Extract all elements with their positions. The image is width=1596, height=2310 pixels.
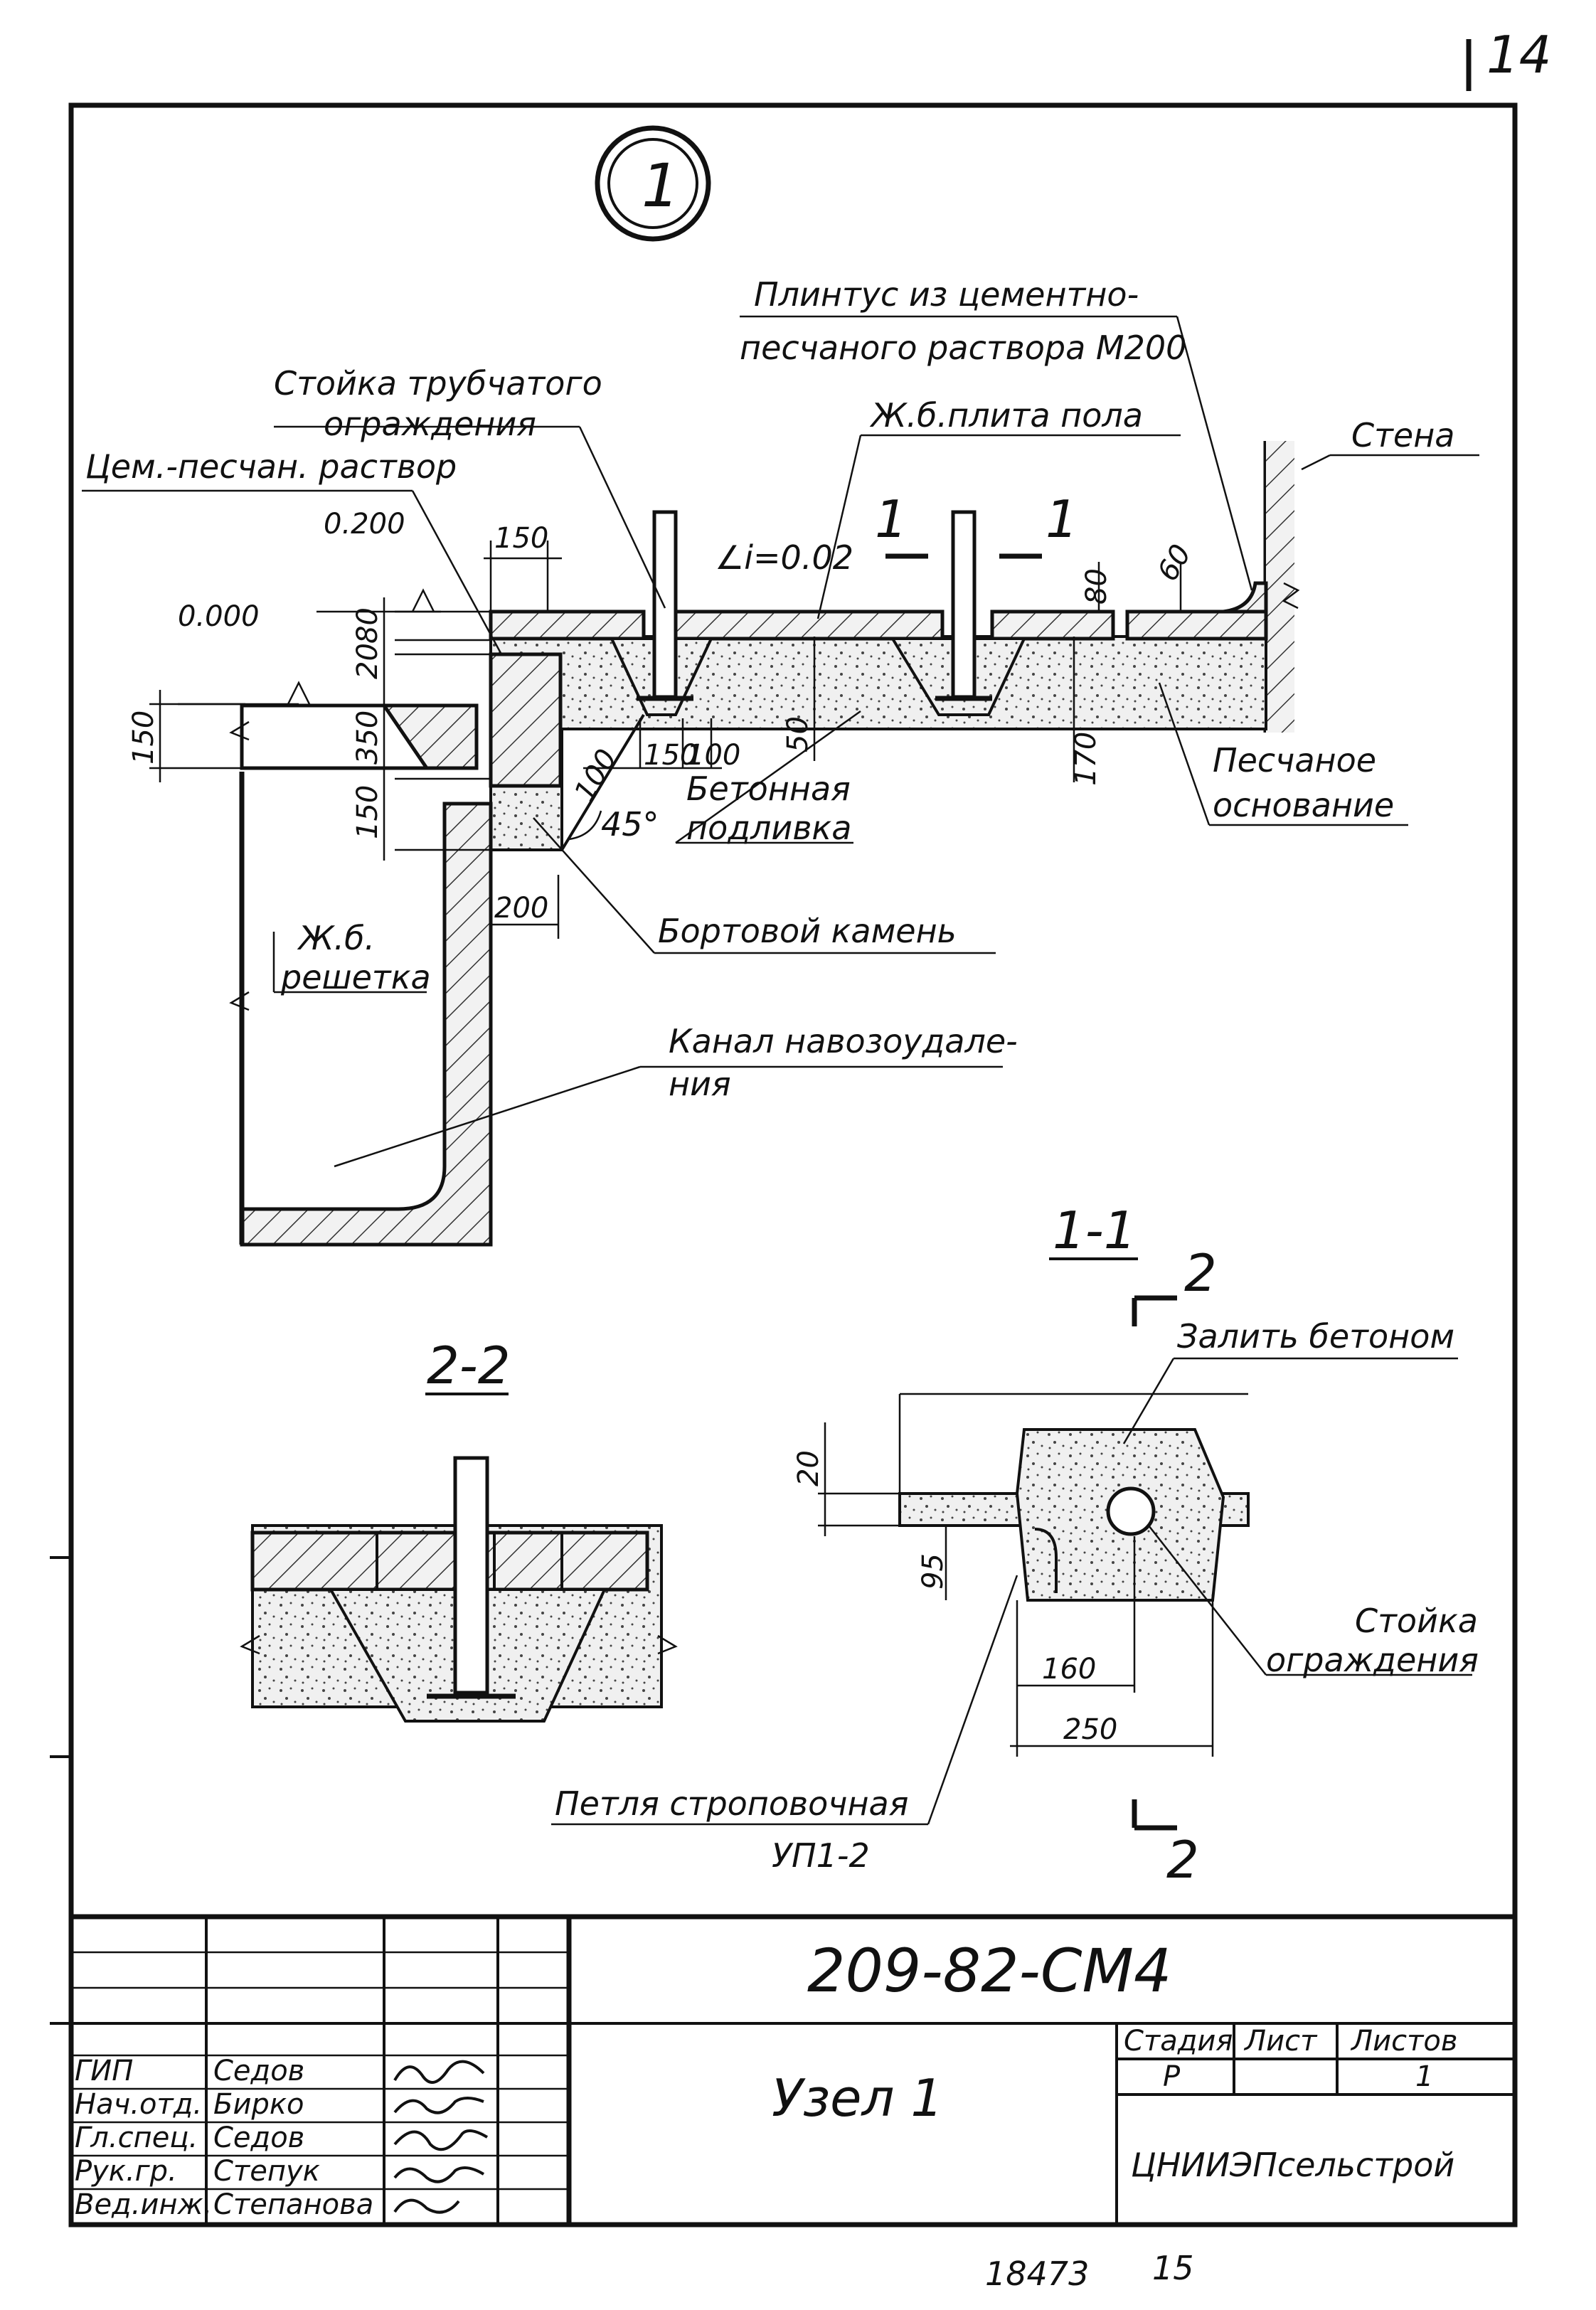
section-1-1: 1-1 2 2 20 95 160 250 Залит [551, 1201, 1479, 1890]
role-4: Вед.инж. [75, 2188, 212, 2221]
stage-value: Р [1163, 2060, 1181, 2093]
slope-label: ∠i=0.02 [715, 538, 853, 577]
name-0: Седов [213, 2055, 304, 2087]
cut-mark-2-bottom: 2 [1166, 1830, 1199, 1890]
fence-post-label-line2: ограждения [1266, 1641, 1479, 1679]
grate-label-line1: Ж.б. [297, 919, 375, 957]
dim-150-top: 150 [494, 522, 548, 555]
organization: ЦНИИЭПсельстрой [1131, 2146, 1454, 2184]
sheets-header: Листов [1350, 2025, 1457, 2058]
grate [229, 703, 479, 770]
manure-channel [229, 772, 493, 1247]
node-number: 1 [642, 151, 679, 220]
stage-header: Стадия [1124, 2025, 1233, 2058]
cut-mark-2-top: 2 [1184, 1243, 1217, 1303]
section-1-1-title: 1-1 [1053, 1201, 1137, 1260]
name-2: Седов [213, 2122, 304, 2154]
loop-label-line1: Петля строповочная [555, 1784, 908, 1823]
channel-label-line2: ния [669, 1065, 731, 1103]
footer-page: 15 [1152, 2249, 1194, 2287]
sheet-header: Лист [1243, 2025, 1318, 2058]
role-0: ГИП [75, 2055, 133, 2087]
dimension-lines [149, 541, 1266, 939]
railing-post-2 [935, 510, 992, 701]
pour-concrete-label: Залить бетоном [1177, 1317, 1454, 1356]
wall-label: Стена [1351, 416, 1454, 454]
role-1: Нач.отд. [75, 2088, 202, 2121]
sand-base-label-line2: основание [1213, 786, 1394, 824]
dim-s-20: 20 [792, 1450, 825, 1486]
mortar-label: Цем.-песчан. раствор [85, 447, 457, 486]
plinth-label-line1: Плинтус из цементно- [754, 275, 1139, 314]
level-marks [178, 588, 441, 706]
dim-170: 170 [1070, 732, 1102, 786]
dim-s-160: 160 [1042, 1653, 1096, 1686]
node-callout: 1 [595, 125, 711, 242]
railing-post [637, 510, 693, 701]
grate-label-line2: решетка [280, 958, 431, 996]
leader-lines [82, 315, 1479, 1168]
post-label-line1: Стойка трубчатого [274, 364, 602, 403]
archive-number: 18473 [985, 2255, 1089, 2293]
dim-100-a: 100 [686, 739, 740, 772]
role-2: Гл.спец. [75, 2122, 198, 2154]
loop-label-line2: УП1-2 [772, 1836, 870, 1875]
main-section: 1 1 [82, 275, 1479, 1247]
angle-label: 45° [601, 805, 659, 843]
cut-mark-left: 1 [875, 489, 908, 549]
dim-50: 50 [782, 716, 814, 752]
curb-stone [489, 652, 563, 788]
section-2-2-title: 2-2 [427, 1336, 511, 1395]
sheet-frame [50, 39, 1518, 2228]
sheet-title: Узел 1 [772, 2068, 943, 2128]
sand-base [489, 635, 1267, 730]
name-3: Степук [213, 2155, 320, 2188]
plinth-label-line2: песчаного раствора М200 [740, 329, 1186, 367]
cut-mark-right: 1 [1046, 489, 1078, 549]
floor-slab [489, 610, 1268, 641]
post-label-line2: ограждения [324, 405, 536, 443]
level-lower: 0.000 [178, 600, 260, 633]
dim-350: 350 [351, 710, 384, 765]
dim-80-b: 80 [1080, 568, 1113, 605]
level-upper: 0.200 [324, 508, 405, 541]
dim-80-a: 80 [351, 607, 384, 644]
dim-60: 60 [1151, 539, 1198, 587]
dim-s-250: 250 [1063, 1713, 1117, 1746]
dim-200: 200 [494, 892, 548, 925]
section-1-1-dims [818, 1393, 1248, 1757]
dim-100-b: 100 [568, 744, 624, 807]
page-number: 14 [1486, 25, 1552, 85]
dim-150-b: 150 [644, 739, 698, 772]
title-block [71, 1914, 1515, 2225]
dim-20: 20 [351, 643, 384, 679]
signatures [393, 2060, 489, 2214]
curb-stone-label: Бортовой камень [658, 912, 957, 950]
doc-code: 209-82-СМ4 [807, 1936, 1171, 2006]
wall [1263, 441, 1300, 733]
role-3: Рук.гр. [75, 2155, 177, 2188]
name-1: Бирко [213, 2088, 304, 2121]
section-2-2: 2-2 [240, 1336, 678, 1723]
concrete-pour-label-line2: подливка [686, 809, 851, 847]
dim-150-left: 150 [127, 710, 160, 765]
concrete-pour-label-line1: Бетонная [686, 770, 851, 808]
floor-slab-label: Ж.б.плита пола [869, 396, 1143, 435]
name-4: Степанова [213, 2188, 373, 2221]
sheets-value: 1 [1415, 2060, 1433, 2093]
fence-post-label-line1: Стойка [1355, 1602, 1478, 1640]
dim-150-mid: 150 [351, 785, 384, 839]
sand-base-label-line1: Песчаное [1213, 741, 1376, 779]
channel-label-line1: Канал навозоудале- [669, 1022, 1018, 1060]
dim-s-95: 95 [917, 1553, 949, 1590]
plinth [1223, 581, 1268, 614]
